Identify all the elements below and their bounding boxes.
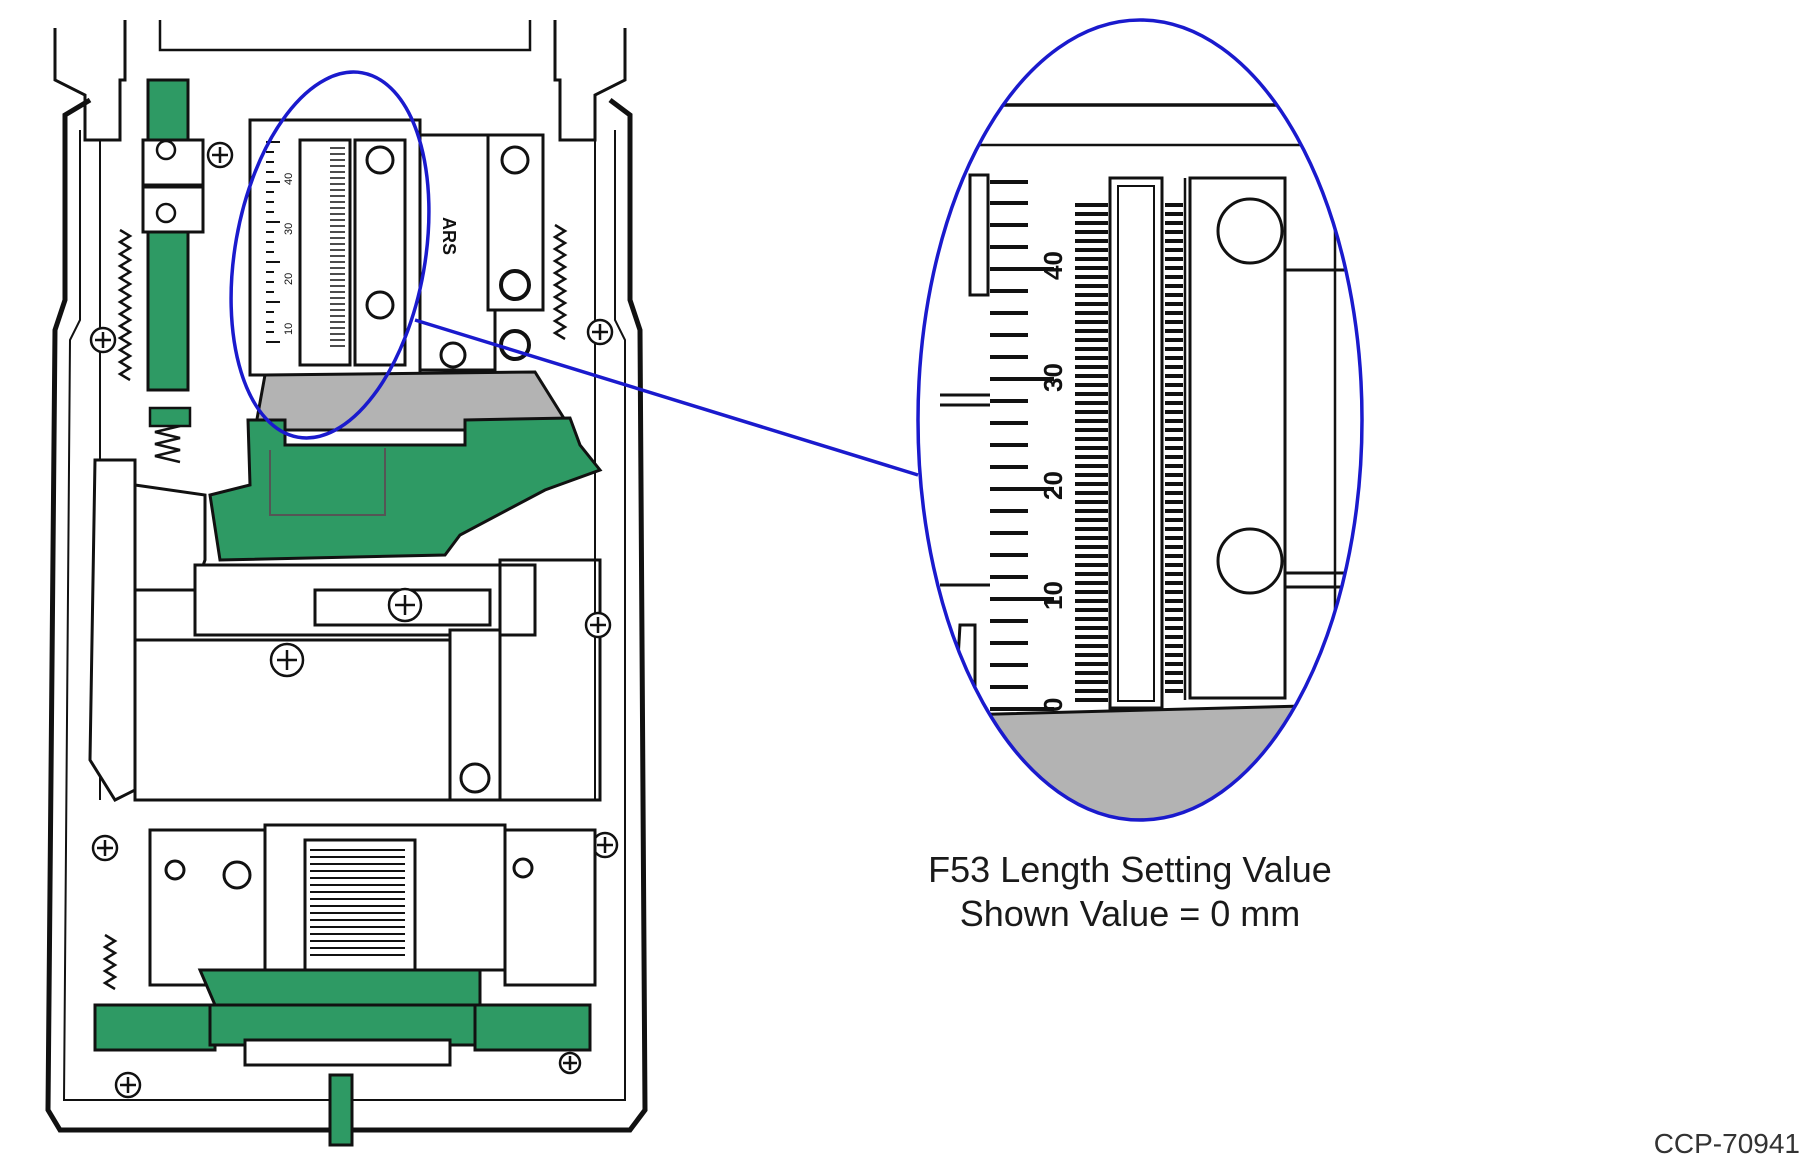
ruler-zoom	[990, 180, 1054, 711]
tick-40: 40	[283, 173, 295, 185]
zoom-tick-10: 10	[1038, 581, 1068, 610]
top-cover	[53, 20, 127, 142]
document-id: CCP-70941	[1653, 1128, 1800, 1159]
comb-zoom-right	[1165, 203, 1183, 693]
green-carriage	[208, 416, 603, 562]
zoom-tick-30: 30	[1038, 363, 1068, 392]
bottom-lever	[93, 968, 592, 1147]
highlight-ellipse	[229, 70, 431, 440]
screw-icon	[91, 834, 119, 862]
screw-icon	[584, 611, 612, 639]
ars-label: ARS	[439, 217, 459, 255]
lower-body	[88, 458, 602, 802]
tick-20: 20	[283, 273, 295, 285]
screw-icon	[387, 587, 423, 623]
comb-small	[330, 147, 345, 347]
left-guide-arm	[141, 78, 205, 392]
zoom-tick-40: 40	[1038, 251, 1068, 280]
tick-10: 10	[283, 323, 295, 335]
caption-value: Shown Value = 0 mm	[959, 893, 1301, 934]
cutter-module	[248, 118, 545, 377]
callout-line	[414, 318, 919, 477]
zoom-tick-0: 0	[1038, 698, 1068, 712]
screw-icon	[558, 1051, 582, 1075]
zoom-ellipse	[916, 18, 1364, 822]
comb-zoom-left	[1075, 203, 1108, 702]
screw-icon	[591, 831, 619, 859]
tick-30: 30	[283, 223, 295, 235]
screw-icon	[206, 141, 234, 169]
screw-icon	[114, 1071, 142, 1099]
screw-icon	[586, 318, 614, 346]
ruler-zoom-labels: 40 30 20 10 0	[1038, 251, 1068, 712]
ruler-small-labels: 40 30 20 10	[283, 173, 295, 335]
feed-roller	[310, 849, 405, 956]
caption-title: F53 Length Setting Value	[928, 849, 1332, 890]
spring-cap	[148, 406, 192, 428]
zoom-view: 40 30 20 10 0	[918, 20, 1362, 820]
screw-icon	[89, 326, 117, 354]
screw-icon	[269, 642, 305, 678]
zoom-tick-20: 20	[1038, 471, 1068, 500]
